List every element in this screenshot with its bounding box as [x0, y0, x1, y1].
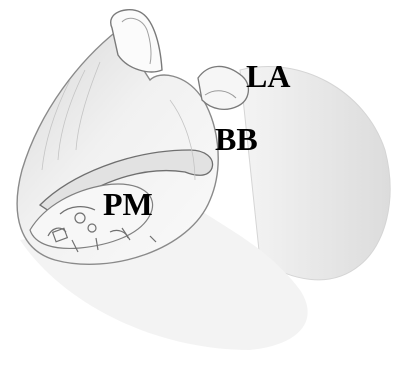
label-la: LA: [246, 60, 290, 92]
right-lobe-shape: [240, 67, 390, 280]
label-pm: PM: [103, 188, 153, 220]
label-bb: BB: [215, 123, 258, 155]
